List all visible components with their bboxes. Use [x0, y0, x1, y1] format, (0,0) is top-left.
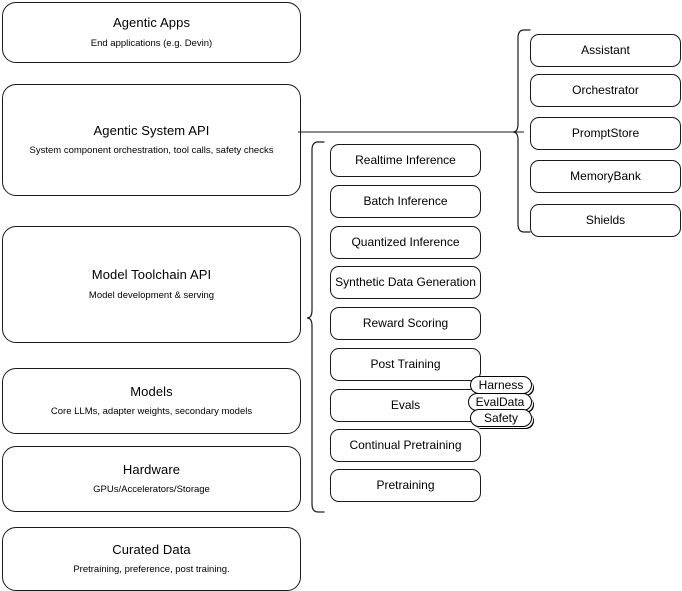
layer-title: Curated Data	[112, 541, 191, 557]
layer-box-model-toolchain-api[interactable]: Model Toolchain API Model development & …	[2, 226, 301, 343]
component-label: Synthetic Data Generation	[335, 275, 476, 289]
component-label: Quantized Inference	[351, 235, 460, 249]
layer-subtitle: Core LLMs, adapter weights, secondary mo…	[50, 406, 253, 418]
component-shields[interactable]: Shields	[530, 204, 681, 237]
layer-subtitle: Pretraining, preference, post training.	[73, 564, 230, 576]
component-pretraining[interactable]: Pretraining	[330, 469, 481, 502]
layer-title: Agentic Apps	[112, 15, 191, 31]
component-quantized-inference[interactable]: Quantized Inference	[330, 226, 481, 259]
layer-subtitle: End applications (e.g. Devin)	[90, 37, 213, 49]
layer-title: Hardware	[122, 461, 181, 477]
component-label: Shields	[585, 213, 626, 227]
component-evals[interactable]: Evals	[330, 389, 481, 422]
eval-tag-safety[interactable]: Safety	[470, 409, 532, 427]
component-label: Post Training	[370, 357, 441, 371]
component-label: Batch Inference	[363, 194, 448, 208]
component-label: Realtime Inference	[355, 153, 456, 167]
component-batch-inference[interactable]: Batch Inference	[330, 185, 481, 218]
layer-box-hardware[interactable]: Hardware GPUs/Accelerators/Storage	[2, 446, 301, 512]
bracket-system-components	[512, 29, 531, 233]
component-label: Orchestrator	[572, 83, 639, 97]
layer-title: Agentic System API	[93, 122, 210, 138]
layer-box-agentic-apps[interactable]: Agentic Apps End applications (e.g. Devi…	[2, 2, 301, 63]
component-assistant[interactable]: Assistant	[530, 34, 681, 67]
component-realtime-inference[interactable]: Realtime Inference	[330, 144, 481, 177]
component-label: Evals	[390, 398, 421, 412]
eval-tag-label: EvalData	[475, 395, 525, 409]
component-label: MemoryBank	[570, 169, 641, 183]
eval-tag-harness[interactable]: Harness	[470, 376, 532, 394]
component-post-training[interactable]: Post Training	[330, 348, 481, 381]
bracket-toolchain	[306, 141, 325, 513]
component-synthetic-data-generation[interactable]: Synthetic Data Generation	[330, 266, 481, 299]
layer-box-models[interactable]: Models Core LLMs, adapter weights, secon…	[2, 368, 301, 434]
component-orchestrator[interactable]: Orchestrator	[530, 74, 681, 107]
component-label: Reward Scoring	[362, 316, 449, 330]
layer-title: Models	[130, 383, 173, 399]
eval-tag-label: Harness	[478, 378, 524, 392]
layer-title: Model Toolchain API	[91, 267, 212, 283]
component-label: Assistant	[581, 43, 630, 57]
component-label: PromptStore	[571, 126, 640, 140]
component-label: Continual Pretraining	[349, 438, 462, 452]
eval-tag-evaldata[interactable]: EvalData	[468, 393, 532, 411]
component-promptstore[interactable]: PromptStore	[530, 117, 681, 150]
layer-box-agentic-system-api[interactable]: Agentic System API System component orch…	[2, 84, 301, 196]
component-memorybank[interactable]: MemoryBank	[530, 160, 681, 193]
component-reward-scoring[interactable]: Reward Scoring	[330, 307, 481, 340]
layer-subtitle: Model development & serving	[88, 289, 215, 301]
connector-line-system-api	[298, 131, 524, 133]
layer-box-curated-data[interactable]: Curated Data Pretraining, preference, po…	[2, 527, 301, 591]
eval-tag-label: Safety	[483, 411, 519, 425]
component-continual-pretraining[interactable]: Continual Pretraining	[330, 429, 481, 462]
component-label: Pretraining	[376, 478, 435, 492]
layer-subtitle: System component orchestration, tool cal…	[29, 145, 274, 157]
layer-subtitle: GPUs/Accelerators/Storage	[93, 484, 210, 496]
